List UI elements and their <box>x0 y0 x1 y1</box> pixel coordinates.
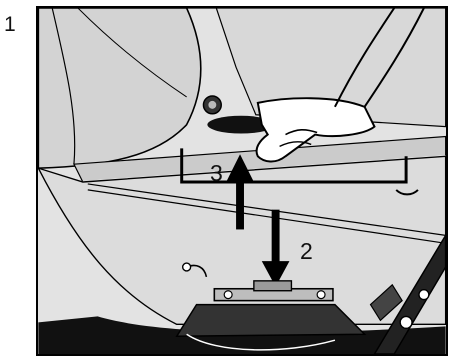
callout-lift: 3 <box>210 162 223 185</box>
jack-placement-illustration <box>38 8 446 354</box>
step-number: 1 <box>4 14 16 35</box>
illustration-frame: 3 2 <box>36 6 448 356</box>
bolt-center <box>208 101 216 109</box>
callout-lower: 2 <box>300 240 313 263</box>
